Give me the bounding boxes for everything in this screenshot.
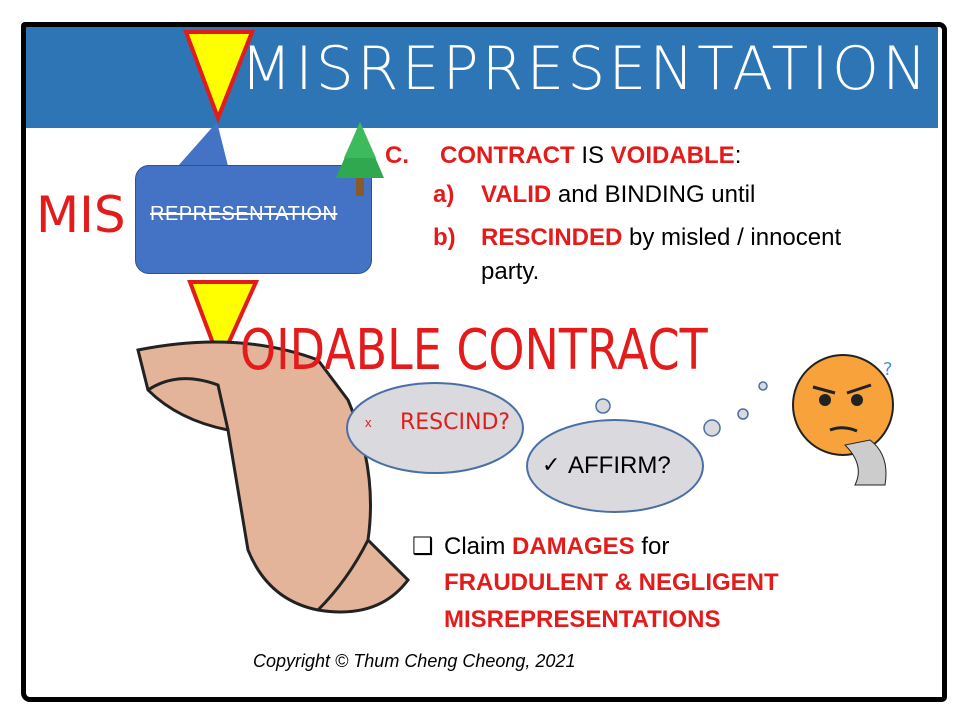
thought-bubble [758,381,768,391]
thought-bubble [595,398,611,414]
callout-pointer [178,122,228,166]
claim-line-3: MISREPRESENTATIONS [444,606,721,633]
callout-text: REPRESENTATION [150,203,338,225]
svg-text:?: ? [883,359,893,380]
text: : [734,142,742,169]
claim-line-1: ❑ Claim DAMAGES for [412,532,669,561]
affirm-cloud [526,419,704,513]
x-mark: x [365,415,372,430]
marker: a) [433,181,455,208]
check-mark: ✓ [542,452,561,477]
text: for [634,533,670,560]
point-b: b) RESCINDED by misled / innocent [433,224,841,252]
scroll-illustration [136,340,410,614]
text: IS [574,142,611,169]
keyword: DAMAGES [512,533,635,560]
point-a: a) VALID and BINDING until [433,181,755,209]
keyword: VOIDABLE [610,142,735,169]
thought-bubble [703,419,721,437]
checkbox-icon: ❑ [412,533,434,560]
text: and BINDING until [551,181,756,208]
copyright: Copyright © Thum Cheng Cheong, 2021 [253,651,576,671]
keyword: CONTRACT [440,142,575,169]
point-b-cont: party. [481,258,540,285]
title-band [24,26,938,128]
thinking-face-icon: ? [792,354,894,486]
yellow-triangle-icon [183,30,255,124]
pine-tree-icon [336,122,384,196]
rescind-cloud [346,382,524,474]
thought-clouds [346,381,768,513]
keyword: VALID [481,181,552,208]
text: Claim [444,533,513,560]
mis-prefix: MIS [36,186,126,244]
slide-title: MISREPRESENTATION [240,34,930,104]
yellow-v-triangle-icon [187,280,260,368]
claim-line-2: FRAUDULENT & NEGLIGENT [444,569,779,596]
marker: C. [385,142,409,169]
keyword: RESCINDED [481,224,623,251]
rescind-label: RESCIND? [400,410,511,435]
callout-box [135,165,372,274]
voidable-heading: OIDABLE CONTRACT [240,318,708,383]
slide-frame [21,22,947,702]
point-c: C. CONTRACT IS VOIDABLE: [385,142,741,170]
thought-bubble [737,408,749,420]
affirm-label: AFFIRM? [568,452,671,479]
marker: b) [433,224,456,251]
text: by misled / innocent [622,224,842,251]
